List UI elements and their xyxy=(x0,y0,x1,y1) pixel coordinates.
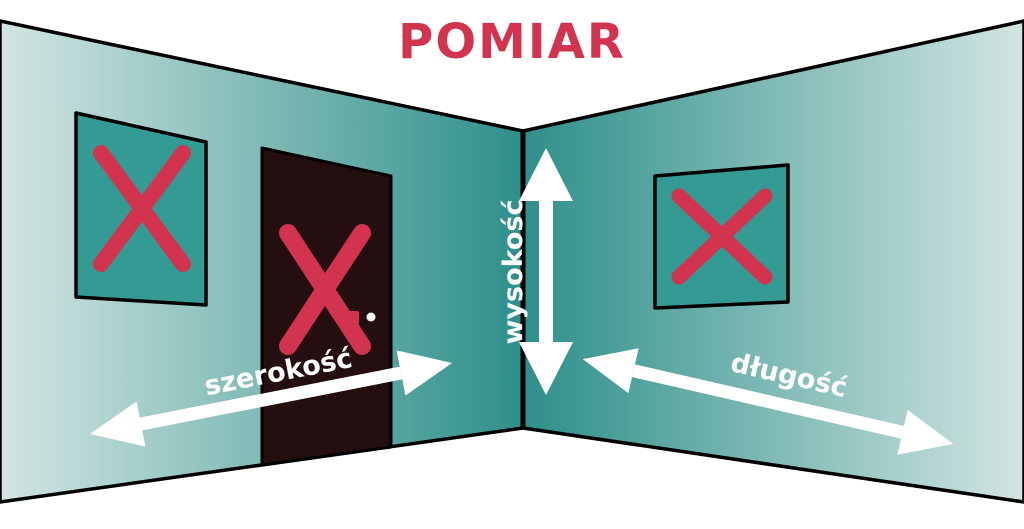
width-arrow xyxy=(89,350,453,447)
length-arrow xyxy=(582,348,954,455)
diagram-title: POMIAR xyxy=(398,14,626,70)
x-stroke xyxy=(671,188,773,285)
arrow-head-top xyxy=(519,148,573,201)
height-arrow-label: wysokość xyxy=(498,199,529,344)
door-handle-dot xyxy=(366,312,376,322)
arrow-head-bottom xyxy=(519,342,573,395)
arrow-shaft xyxy=(632,364,904,439)
height-arrow xyxy=(519,148,573,395)
right-frame-x-mark xyxy=(671,188,773,285)
arrow-head-left xyxy=(582,348,639,394)
arrow-shaft xyxy=(539,201,553,342)
arrow-shaft xyxy=(139,366,403,431)
x-stroke xyxy=(93,145,191,272)
left-frame-x-mark xyxy=(93,145,191,272)
arrow-head-right xyxy=(396,350,453,396)
x-stroke xyxy=(279,224,371,355)
arrow-head-left xyxy=(89,401,146,447)
door-x-mark xyxy=(279,224,371,355)
arrow-head-right xyxy=(897,409,954,455)
door-x-dot xyxy=(346,311,359,324)
